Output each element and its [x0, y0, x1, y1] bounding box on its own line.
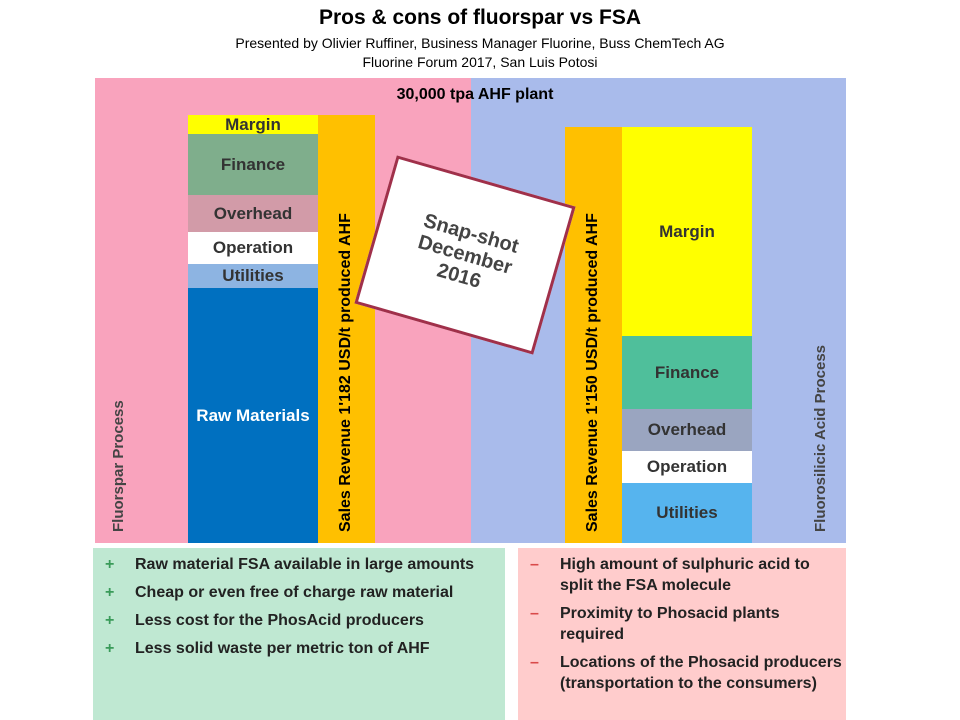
- bar-segment: Finance: [188, 134, 318, 195]
- bar-segment: Utilities: [188, 264, 318, 288]
- plus-icon: +: [105, 556, 115, 573]
- page-title: Pros & cons of fluorspar vs FSA: [318, 6, 642, 29]
- plus-icon: +: [105, 640, 115, 657]
- presenter-line: Presented by Olivier Ruffiner, Business …: [235, 35, 725, 51]
- bar-segment: Overhead: [188, 195, 318, 232]
- bar-segment: Operation: [188, 232, 318, 264]
- list-item: –High amount of sulphuric acid to split …: [530, 556, 810, 594]
- list-item: –Proximity to Phosacid plants required: [530, 605, 780, 643]
- list-item: +Less cost for the PhosAcid producers: [105, 612, 424, 629]
- plus-icon: +: [105, 584, 115, 601]
- list-item: +Less solid waste per metric ton of AHF: [105, 640, 430, 657]
- process-label: Fluorosilicic Acid Process: [812, 344, 829, 532]
- bar-segment: Raw Materials: [188, 288, 318, 543]
- list-item: –Locations of the Phosacid producers (tr…: [530, 654, 842, 692]
- list-item: +Cheap or even free of charge raw materi…: [105, 584, 454, 601]
- process-label: Fluorspar Process: [110, 400, 127, 532]
- minus-icon: –: [530, 556, 539, 573]
- bar-segment: Finance: [622, 336, 752, 409]
- cons-list: –High amount of sulphuric acid to split …: [518, 548, 846, 720]
- bar-segment: Overhead: [622, 409, 752, 451]
- bar-segment: Utilities: [622, 483, 752, 543]
- minus-icon: –: [530, 605, 539, 622]
- revenue-label: Sales Revenue 1'182 USD/t produced AHF: [337, 213, 354, 532]
- bar-segment: Margin: [622, 127, 752, 336]
- pros-list: +Raw material FSA available in large amo…: [93, 548, 505, 720]
- revenue-bar: [565, 127, 622, 543]
- plus-icon: +: [105, 612, 115, 629]
- bar-segment: Margin: [188, 115, 318, 134]
- revenue-label: Sales Revenue 1'150 USD/t produced AHF: [584, 213, 601, 532]
- revenue-bar: [318, 115, 375, 543]
- minus-icon: –: [530, 654, 539, 671]
- event-line: Fluorine Forum 2017, San Luis Potosi: [362, 54, 598, 70]
- chart-title: 30,000 tpa AHF plant: [396, 86, 554, 103]
- list-item: +Raw material FSA available in large amo…: [105, 556, 475, 573]
- bar-segment: Operation: [622, 451, 752, 483]
